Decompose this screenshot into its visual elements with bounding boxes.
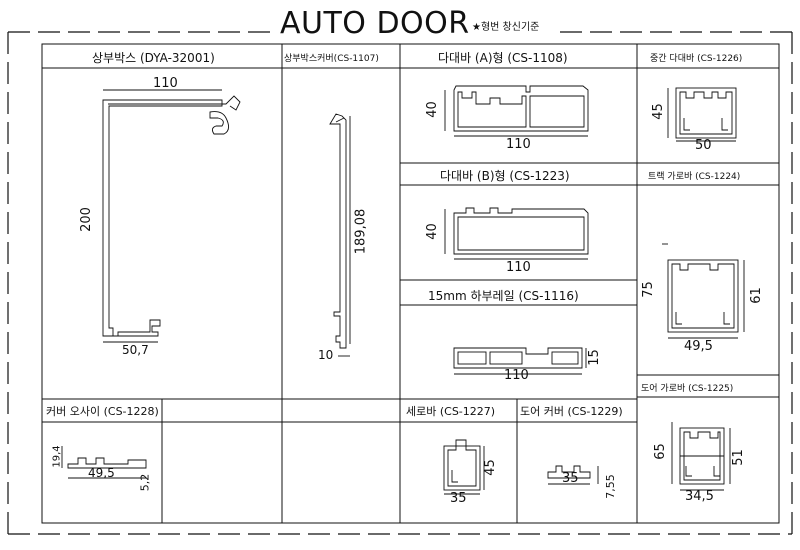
dim-dadae-a-height: 40 [424,101,440,118]
dim-vertical-bar-width: 35 [450,491,467,506]
sheet-title: AUTO DOOR [280,6,470,41]
dim-door-bar-height: 65 [652,443,668,460]
dim-track-bar-inner: 61 [748,287,764,304]
label-upper-box-cover: 상부박스커버(CS-1107) [284,54,379,64]
label-lower-rail: 15mm 하부레일 (CS-1116) [428,289,579,303]
vertical-bar-profile [443,439,485,495]
dim-osai-height: 19,4 [51,445,63,468]
dim-dadae-a-width: 110 [506,137,531,152]
dim-dadae-b-width: 110 [506,260,531,275]
door-bar-profile [671,422,731,491]
label-track-bar: 트랙 가로바 (CS-1224) [648,172,741,182]
dadae-a-profile [444,85,589,137]
dim-door-bar-inner: 51 [730,449,746,466]
dim-door-bar-width: 34,5 [685,489,714,504]
dim-upper-box-height: 200 [78,207,94,232]
dim-upper-box-bottom: 50,7 [122,343,149,357]
dim-lower-rail-height: 15 [586,349,602,366]
label-door-bar: 도어 가로바 (CS-1225) [641,384,734,394]
label-dadae-b: 다대바 (B)형 (CS-1223) [440,169,570,183]
cover-osai-profile [61,446,147,479]
dim-osai-width: 49,5 [88,466,115,480]
sheet-subtitle: ★형번 창신기준 [472,22,540,33]
dim-osai-lip: 5,2 [138,473,152,492]
dim-middle-dadae-height: 45 [650,103,666,120]
dim-dadae-b-height: 40 [424,223,440,240]
label-upper-box: 상부박스 (DYA-32001) [92,51,215,65]
table-grid [41,43,780,524]
dim-lower-rail-width: 110 [504,368,529,383]
dim-vertical-bar-height: 45 [482,459,498,476]
dim-door-cover-height: 7,55 [603,474,617,499]
dim-track-bar-width: 49,5 [684,339,713,354]
outer-dashed-border [7,31,793,535]
upper-box-cover-profile [329,113,351,357]
dim-cover-lip: 10 [318,348,334,362]
lower-rail-profile [453,347,587,375]
dim-track-bar-height: 75 [640,281,656,298]
label-middle-dadae: 중간 다대바 (CS-1226) [650,54,743,64]
label-cover-osai: 커버 오사이 (CS-1228) [46,405,159,418]
dim-middle-dadae-width: 50 [695,138,712,153]
label-door-cover: 도어 커버 (CS-1229) [520,405,623,418]
dadae-b-profile [444,207,589,260]
dim-door-cover-width: 35 [562,471,579,486]
track-bar-profile [662,243,745,339]
label-vertical-bar: 세로바 (CS-1227) [406,405,496,418]
label-dadae-a: 다대바 (A)형 (CS-1108) [438,51,568,65]
dim-upper-box-width: 110 [153,76,178,91]
door-cover-profile [547,465,599,485]
dim-cover-height: 189,08 [353,208,369,255]
middle-dadae-profile [667,87,737,142]
upper-box-profile [102,89,241,343]
